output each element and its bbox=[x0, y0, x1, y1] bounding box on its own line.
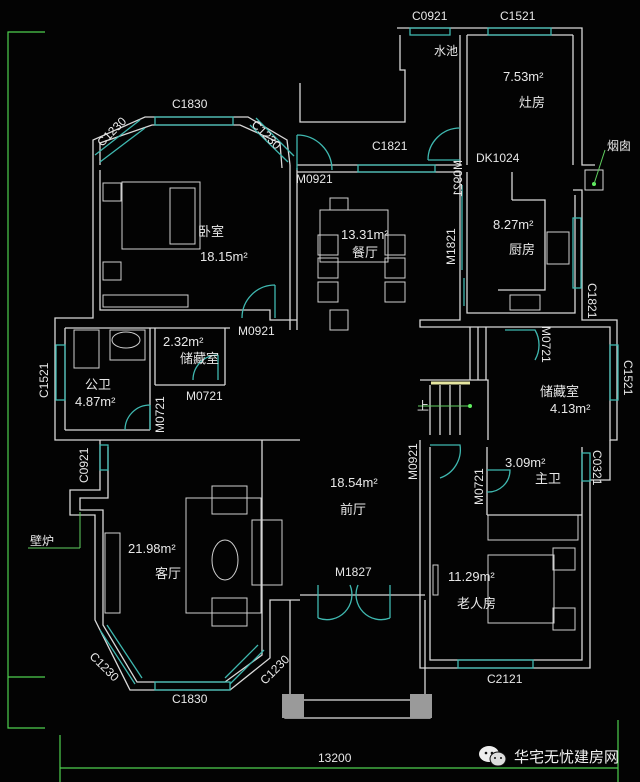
room-name-stove: 灶房 bbox=[519, 95, 546, 110]
watermark-text: 华宅无忧建房网 bbox=[514, 747, 620, 766]
stair-arrow-head bbox=[468, 404, 472, 408]
room-area-bedroom: 18.15m² bbox=[200, 249, 248, 264]
room-area-storage: 4.13m² bbox=[550, 401, 591, 416]
dimension-total-width: 13200 bbox=[318, 751, 352, 765]
room-area-elder-room: 11.29m² bbox=[448, 569, 495, 584]
door-m0721-storage: M0721 bbox=[539, 326, 553, 363]
door-m0721-bath: M0721 bbox=[153, 396, 167, 433]
window-c0921-left: C0921 bbox=[77, 447, 91, 483]
chimney-box bbox=[584, 169, 604, 191]
door-m0921-elder: M0921 bbox=[406, 443, 420, 480]
window-c1521-top: C1521 bbox=[500, 9, 536, 23]
room-name-bedroom: 卧室 bbox=[198, 224, 225, 239]
door-m0721-master-bath: M0721 bbox=[472, 468, 486, 505]
room-area-dining: 13.31m² bbox=[341, 227, 389, 242]
room-name-master-bath: 主卫 bbox=[535, 471, 562, 486]
window-c1521-right: C1521 bbox=[621, 360, 635, 396]
wechat-icon bbox=[479, 746, 507, 767]
room-area-hall: 18.54m² bbox=[330, 475, 378, 490]
dimension-lines bbox=[7, 31, 619, 782]
bed-bedroom bbox=[121, 181, 201, 250]
room-area-public-bath: 4.87m² bbox=[75, 394, 116, 409]
window-c0321: C0321 bbox=[590, 450, 604, 486]
room-name-dining: 餐厅 bbox=[352, 245, 379, 260]
window-c1830-bottom: C1830 bbox=[172, 692, 208, 706]
sink-label: 水池 bbox=[434, 44, 459, 58]
fireplace-label: 壁炉 bbox=[30, 534, 55, 548]
dining-table bbox=[319, 209, 389, 263]
room-area-living: 21.98m² bbox=[128, 541, 176, 556]
doors bbox=[124, 127, 540, 621]
door-dk1024: DK1024 bbox=[476, 151, 520, 165]
window-c1521-left: C1521 bbox=[37, 362, 51, 398]
windows bbox=[55, 27, 619, 691]
chimney-leader bbox=[593, 149, 606, 185]
room-area-stove: 7.53m² bbox=[503, 69, 544, 84]
window-c1830-top: C1830 bbox=[172, 97, 208, 111]
room-name-elder-room: 老人房 bbox=[457, 596, 497, 611]
stairs-up-label: 上 bbox=[417, 399, 430, 413]
door-m0721-storage-small: M0721 bbox=[186, 389, 223, 403]
room-name-storage: 储藏室 bbox=[540, 384, 580, 399]
window-c1821: C1821 bbox=[372, 139, 408, 153]
room-area-storage-small: 2.32m² bbox=[163, 334, 204, 349]
chimney-label: 烟囱 bbox=[607, 139, 632, 153]
room-name-public-bath: 公卫 bbox=[85, 377, 112, 392]
room-area-kitchen: 8.27m² bbox=[493, 217, 534, 232]
room-name-living: 客厅 bbox=[155, 566, 182, 581]
door-m1827: M1827 bbox=[335, 565, 372, 579]
room-name-hall: 前厅 bbox=[340, 502, 367, 517]
bed-elder bbox=[487, 554, 555, 624]
walls bbox=[54, 27, 618, 719]
window-c2121: C2121 bbox=[487, 672, 523, 686]
furniture bbox=[73, 181, 579, 631]
porch-columns bbox=[282, 694, 432, 718]
door-m0921-kitchen: M0921 bbox=[451, 160, 465, 197]
door-m0921-bedroom: M0921 bbox=[238, 324, 275, 338]
watermark: 华宅无忧建房网 bbox=[478, 745, 619, 767]
window-c0921-top: C0921 bbox=[412, 9, 448, 23]
room-name-kitchen: 厨房 bbox=[509, 242, 536, 257]
room-area-master-bath: 3.09m² bbox=[505, 455, 546, 470]
sofa-rug bbox=[185, 497, 262, 614]
door-m0921-dining: M0921 bbox=[296, 172, 333, 186]
window-c1821-kitchen: C1821 bbox=[585, 283, 599, 319]
door-m1821: M1821 bbox=[444, 228, 458, 265]
room-name-storage-small: 储藏室 bbox=[180, 351, 220, 366]
